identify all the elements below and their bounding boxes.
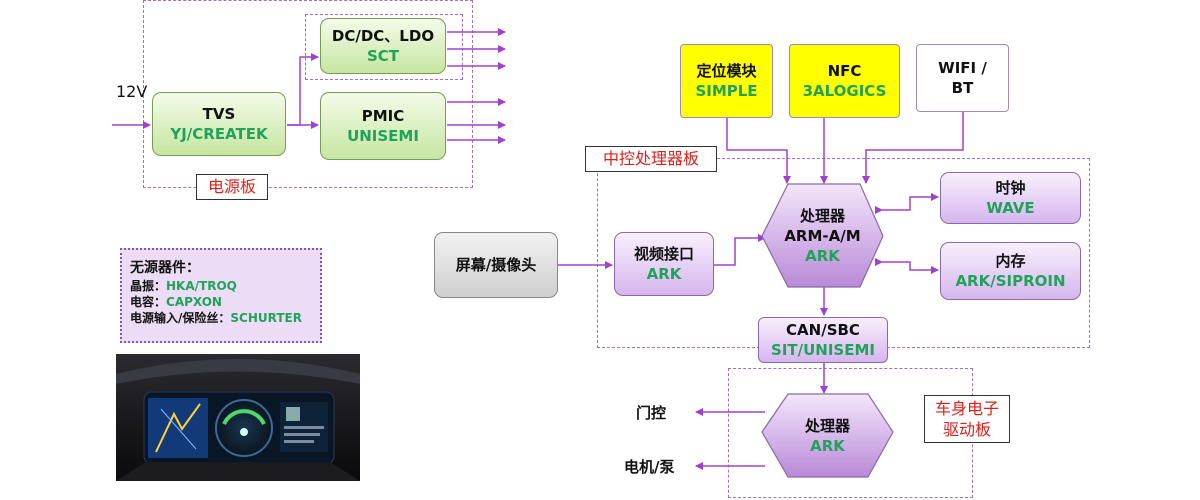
clock-link <box>875 193 939 214</box>
motor-pump-label: 电机/泵 <box>624 458 675 476</box>
pmic-vendor: UNISEMI <box>347 127 419 145</box>
memory-link <box>875 258 939 274</box>
nfc-vendor: 3ALOGICS <box>802 82 887 100</box>
wifi-link <box>862 105 967 184</box>
wifi-module: WIFI / BT <box>916 44 1009 112</box>
body-processor-name: 处理器 <box>804 416 850 435</box>
nfc-name: NFC <box>827 62 862 80</box>
dcdc-vendor: SCT <box>366 47 400 65</box>
screen-camera-block: 屏幕/摄像头 <box>434 232 558 298</box>
body-processor: 处理器 ARK <box>762 394 893 477</box>
memory-name: 内存 <box>995 252 1026 270</box>
can-name: CAN/SBC <box>786 321 860 339</box>
clock-vendor: WAVE <box>986 199 1035 217</box>
pmic-name: PMIC <box>361 107 405 125</box>
video-interface-block: 视频接口 ARK <box>614 232 714 296</box>
screen-name: 屏幕/摄像头 <box>455 256 537 274</box>
passive-item: 晶振：HKA/TROQ <box>130 279 237 293</box>
clock-block: 时钟 WAVE <box>940 172 1081 224</box>
passive-title: 无源器件： <box>130 260 200 276</box>
power-board-border <box>143 0 473 188</box>
positioning-name: 定位模块 <box>696 62 757 80</box>
video-link <box>705 234 766 269</box>
body-processor-hexagon <box>761 393 894 478</box>
main-processor: 处理器 ARM-A/M ARK <box>762 184 883 287</box>
main-processor-name: 处理器 <box>799 206 845 225</box>
body-board-label-line1: 车身电子 <box>934 399 999 418</box>
door-control-label: 门控 <box>636 404 667 422</box>
main-processor-vendor: ARK <box>805 246 840 265</box>
memory-vendor: ARK/SIPROIN <box>955 272 1066 290</box>
positioning-module: 定位模块 SIMPLE <box>680 44 773 118</box>
positioning-link <box>723 111 791 184</box>
video-vendor: ARK <box>646 265 682 283</box>
wifi-name-2: BT <box>951 79 974 97</box>
memory-block: 内存 ARK/SIPROIN <box>940 242 1081 300</box>
control-board-label: 中控处理器板 <box>585 146 717 172</box>
dcdc-name: DC/DC、LDO <box>331 27 435 45</box>
dcdc-block: DC/DC、LDO SCT <box>320 18 446 74</box>
tvs-vendor: YJ/CREATEK <box>170 125 268 143</box>
wifi-name: WIFI / <box>938 59 987 77</box>
body-board-label-line2: 驱动板 <box>942 420 991 439</box>
positioning-vendor: SIMPLE <box>695 82 758 100</box>
dashboard-photo <box>116 354 360 481</box>
power-board-label: 电源板 <box>196 174 268 200</box>
can-sbc-block: CAN/SBC SIT/UNISEMI <box>758 317 888 363</box>
body-board-label: 车身电子 驱动板 <box>924 395 1010 443</box>
body-processor-vendor: ARK <box>810 436 845 455</box>
input-voltage-label: 12V <box>116 82 148 101</box>
dashboard-illustration <box>116 354 360 481</box>
video-name: 视频接口 <box>633 245 694 263</box>
tvs-block: TVS YJ/CREATEK <box>152 92 286 156</box>
dcdc-group-border <box>305 14 463 80</box>
clock-name: 时钟 <box>995 179 1026 197</box>
main-processor-hexagon <box>761 183 884 288</box>
passive-item: 电容：CAPXON <box>130 295 222 309</box>
pmic-block: PMIC UNISEMI <box>320 92 446 160</box>
passive-components-box: 无源器件： 晶振：HKA/TROQ 电容：CAPXON 电源输入/保险丝：SCH… <box>120 248 322 343</box>
main-processor-model: ARM-A/M <box>784 226 861 245</box>
tvs-name: TVS <box>202 105 236 123</box>
passive-item: 电源输入/保险丝：SCHURTER <box>130 311 302 325</box>
nfc-module: NFC 3ALOGICS <box>789 44 900 118</box>
can-vendor: SIT/UNISEMI <box>771 341 875 359</box>
